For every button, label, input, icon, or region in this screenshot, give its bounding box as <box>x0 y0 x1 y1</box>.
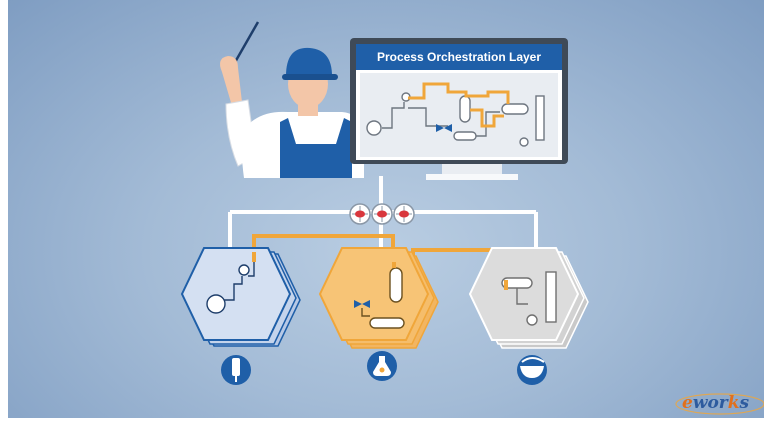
monitor-title: Process Orchestration Layer <box>377 50 541 64</box>
bowl-icon <box>517 355 547 385</box>
worker-helmet <box>286 47 332 76</box>
module-blue <box>180 247 301 347</box>
valve <box>371 203 393 225</box>
monitor-stand <box>442 164 502 176</box>
module-gray <box>468 247 589 349</box>
worker-hand <box>220 56 242 106</box>
valve <box>349 203 371 225</box>
process-diagram: Process Orchestration Layer <box>180 21 764 415</box>
eworks-logo: eworks <box>675 393 764 415</box>
worker <box>220 21 365 178</box>
flask-icon <box>367 351 397 381</box>
module-orange <box>318 247 439 349</box>
pointer-stick <box>232 21 260 65</box>
diagram-stage: Process Orchestration Layer <box>8 0 764 418</box>
svg-text:eworks: eworks <box>682 393 750 413</box>
valve <box>393 203 415 225</box>
dosing-icon <box>221 355 251 385</box>
valve-cluster <box>349 203 415 225</box>
worker-overalls <box>280 118 352 178</box>
monitor-header <box>356 44 562 70</box>
monitor: Process Orchestration Layer <box>350 38 568 180</box>
